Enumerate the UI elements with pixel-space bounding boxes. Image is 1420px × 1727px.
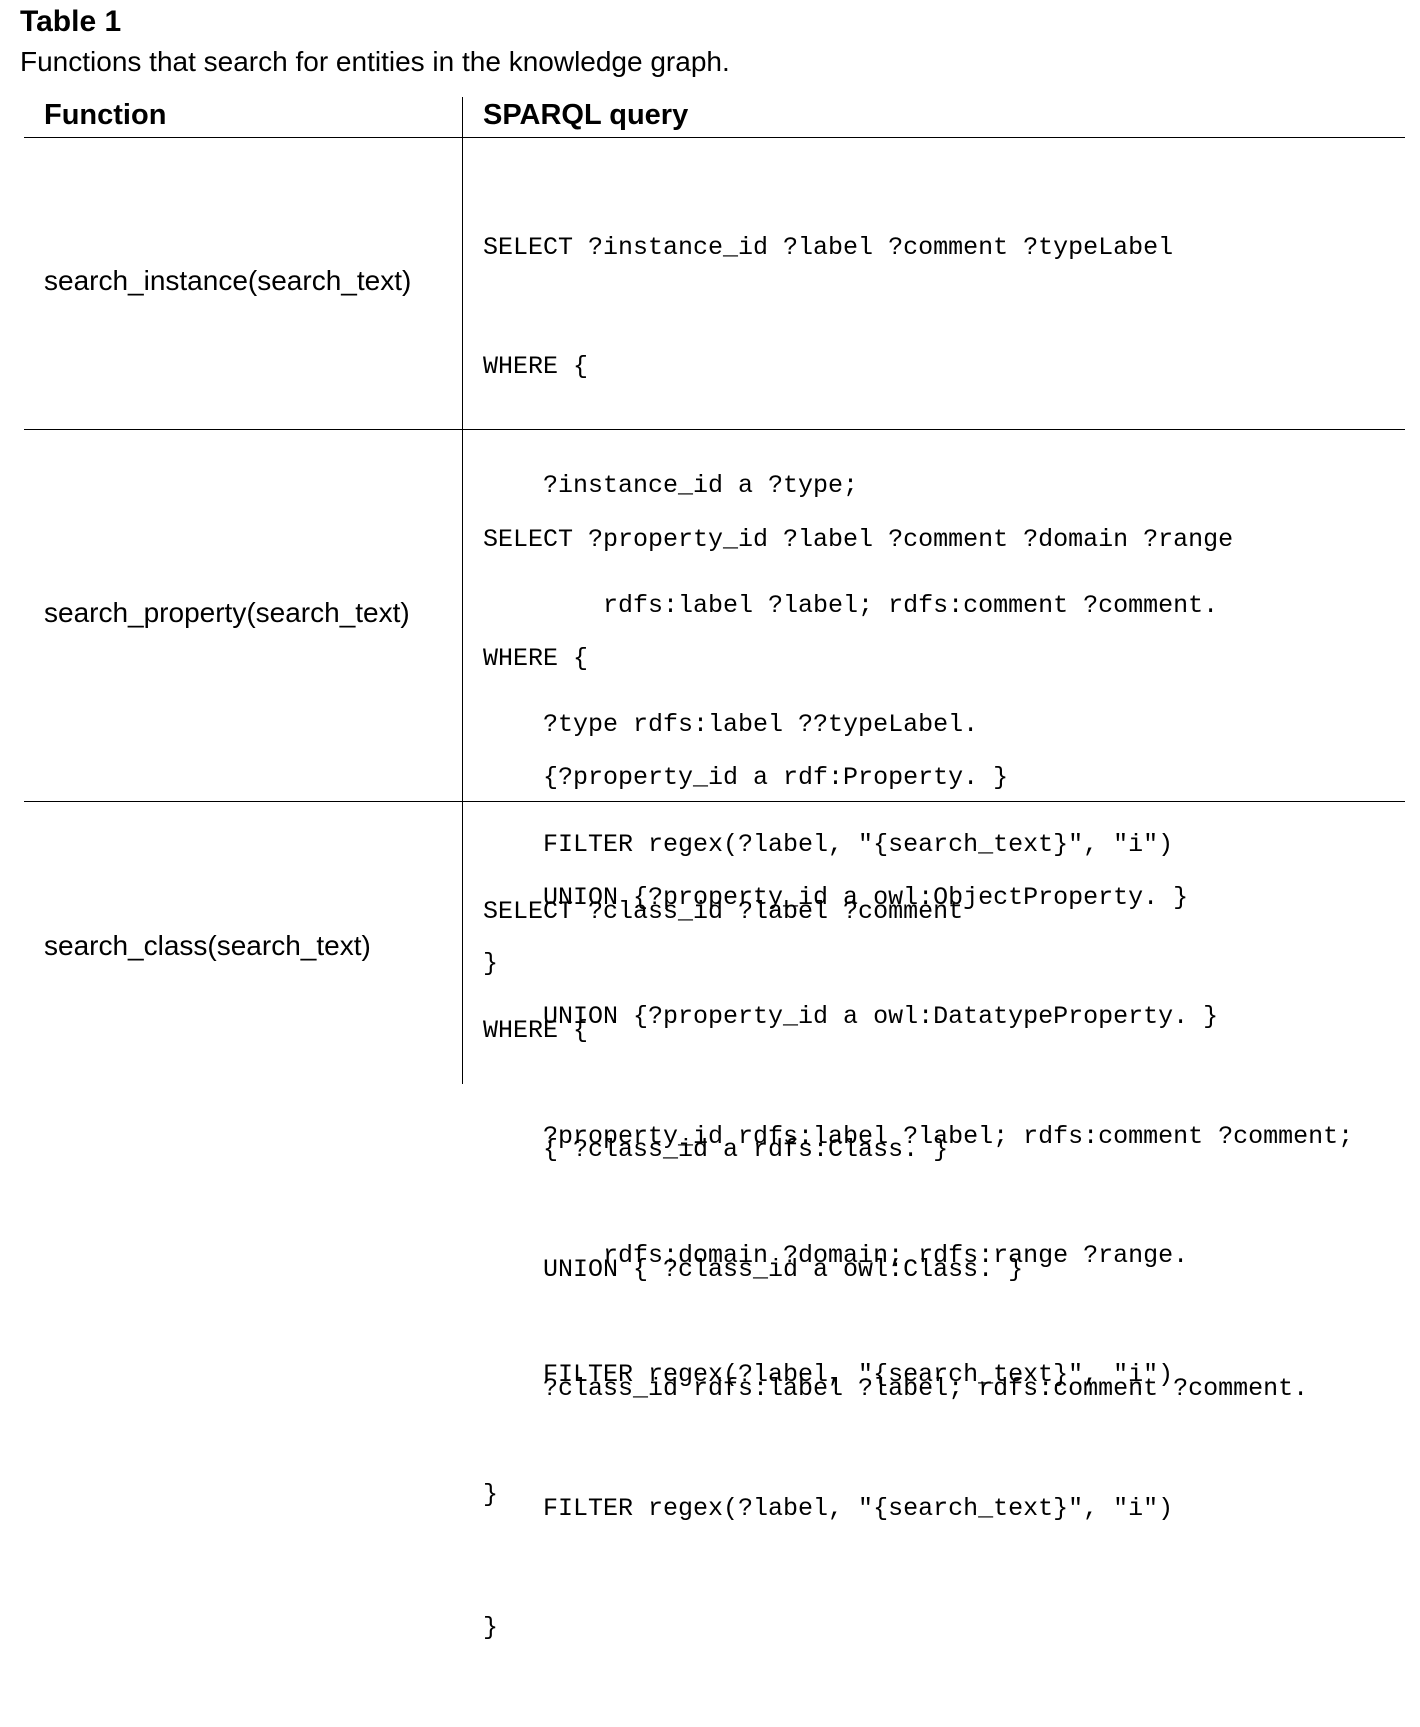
table-caption-title: Table 1 bbox=[20, 5, 122, 38]
table-row-divider bbox=[24, 429, 1405, 430]
function-name: search_property(search_text) bbox=[44, 597, 410, 628]
query-line: {?property_id a rdf:Property. } bbox=[483, 763, 1009, 793]
query-line: SELECT ?instance_id ?label ?comment ?typ… bbox=[483, 232, 1174, 262]
table-row-divider bbox=[24, 801, 1405, 802]
query-line: SELECT ?property_id ?label ?comment ?dom… bbox=[483, 524, 1234, 554]
query-line: rdfs:label ?label; rdfs:comment ?comment… bbox=[483, 590, 1219, 620]
query-line: SELECT ?class_id ?label ?comment bbox=[483, 896, 964, 926]
sparql-query: SELECT ?instance_id ?label ?comment ?typ… bbox=[483, 148, 1218, 1063]
query-line: FILTER regex(?label, "{search_text}", "i… bbox=[483, 1493, 1174, 1523]
query-line: WHERE { bbox=[483, 1015, 589, 1045]
query-line: ?class_id rdfs:label ?label; rdfs:commen… bbox=[483, 1374, 1309, 1404]
query-line: UNION {?property_id a owl:ObjectProperty… bbox=[483, 882, 1189, 912]
query-line: ?type rdfs:label ??typeLabel. bbox=[483, 710, 979, 740]
query-line: ?instance_id a ?type; bbox=[483, 471, 859, 501]
query-line: FILTER regex(?label, "{search_text}", "i… bbox=[483, 829, 1174, 859]
query-line: } bbox=[483, 1612, 499, 1642]
table-caption-text: Functions that search for entities in th… bbox=[20, 46, 730, 77]
query-line: } bbox=[483, 948, 499, 978]
table-top-divider bbox=[24, 137, 1405, 138]
query-line: UNION { ?class_id a owl:Class. } bbox=[483, 1254, 1024, 1284]
column-header-function: Function bbox=[44, 99, 167, 131]
function-name: search_instance(search_text) bbox=[44, 265, 412, 296]
query-line: WHERE { bbox=[483, 351, 589, 381]
sparql-query: SELECT ?class_id ?label ?comment WHERE {… bbox=[483, 812, 1308, 1727]
column-header-sparql-query: SPARQL query bbox=[483, 99, 689, 131]
query-line: WHERE { bbox=[483, 643, 589, 673]
query-line: { ?class_id a rdfs:Class. } bbox=[483, 1135, 949, 1165]
query-line: UNION {?property_id a owl:DatatypeProper… bbox=[483, 1002, 1219, 1032]
table-column-divider bbox=[462, 97, 463, 1084]
function-name: search_class(search_text) bbox=[44, 930, 371, 961]
